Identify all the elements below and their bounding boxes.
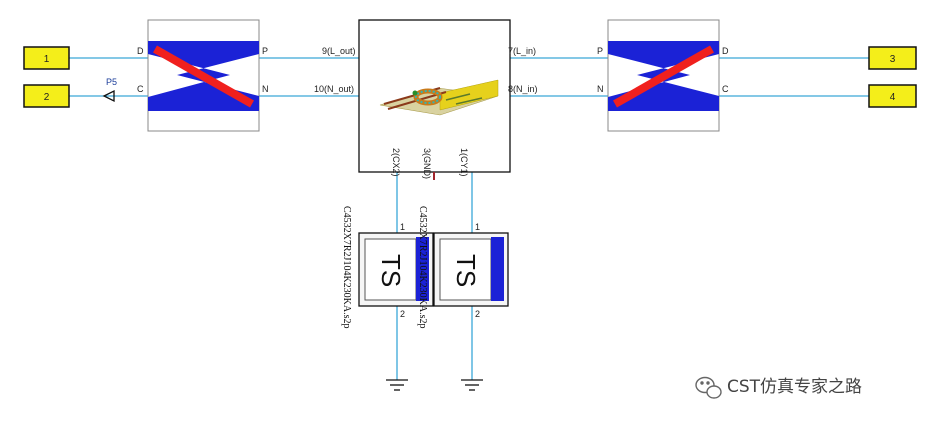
wechat-logo-icon — [695, 376, 722, 399]
cross-left-pin-p: P — [262, 46, 268, 56]
capacitor-1-ts-label: TS — [376, 254, 406, 287]
cross-right-pin-n: N — [597, 84, 604, 94]
probe-arrow-icon — [102, 89, 115, 103]
port-2[interactable]: 2 — [23, 84, 70, 108]
pcb-3d-model-icon — [379, 79, 499, 116]
cross-block-right[interactable]: P N D C — [597, 19, 729, 132]
ground-1-icon — [386, 379, 408, 391]
capacitor-2-ts-label: TS — [451, 254, 481, 287]
watermark: CST仿真专家之路 — [695, 376, 862, 399]
cross-left-pin-c: C — [137, 84, 144, 94]
capacitor-1-blue-bar — [416, 237, 429, 301]
capacitor-ts-2[interactable]: C4532X7R2J104K230KA.s2p 1 TS 2 — [417, 206, 509, 329]
wires — [69, 57, 869, 380]
port-2-label: 2 — [44, 92, 50, 103]
capacitor-2-pin-top: 1 — [475, 222, 480, 232]
center-pin-cy1: 1(CY1) — [459, 148, 469, 177]
port-3-label: 3 — [890, 54, 896, 65]
probe-p5[interactable]: P5 — [102, 77, 117, 103]
cross-right-pin-p: P — [597, 46, 603, 56]
capacitor-1-file-label: C4532X7R2J104K230KA.s2p — [341, 206, 352, 329]
capacitor-2-pin-bottom: 2 — [475, 309, 480, 319]
ground-2-icon — [461, 379, 483, 391]
cross-block-left[interactable]: D C P N — [137, 19, 269, 132]
port-3[interactable]: 3 — [868, 46, 917, 70]
capacitor-1-pin-top: 1 — [400, 222, 405, 232]
cross-left-pin-n: N — [262, 84, 269, 94]
port-4-label: 4 — [890, 92, 896, 103]
port-4[interactable]: 4 — [868, 84, 917, 108]
capacitor-ts-1[interactable]: C4532X7R2J104K230KA.s2p 1 TS 2 — [341, 206, 434, 329]
center-pin-l-out: 9(L_out) — [322, 46, 356, 56]
capacitor-2-blue-bar — [491, 237, 504, 301]
center-filter-block[interactable]: 9(L_out) 10(N_out) 7(L_in) 8(N_in) 2(CX2… — [314, 19, 538, 180]
cross-left-red-diagonal — [153, 45, 254, 108]
watermark-text: CST仿真专家之路 — [727, 377, 862, 397]
cross-right-pin-c: C — [722, 84, 729, 94]
port-1[interactable]: 1 — [23, 46, 70, 70]
cross-right-pin-d: D — [722, 46, 729, 56]
capacitor-2-file-label: C4532X7R2J104K230KA.s2p — [417, 206, 428, 329]
cross-right-red-diagonal — [613, 45, 714, 108]
cross-left-pin-d: D — [137, 46, 144, 56]
capacitor-1-pin-bottom: 2 — [400, 309, 405, 319]
probe-p5-label: P5 — [106, 77, 117, 87]
center-pin-gnd: 3(GND) — [422, 148, 432, 179]
center-pin-n-out: 10(N_out) — [314, 84, 354, 94]
center-pin-cx2: 2(CX2) — [391, 148, 401, 177]
center-pin-n-in: 8(N_in) — [508, 84, 538, 94]
center-pin-l-in: 7(L_in) — [508, 46, 536, 56]
port-1-label: 1 — [44, 54, 50, 65]
